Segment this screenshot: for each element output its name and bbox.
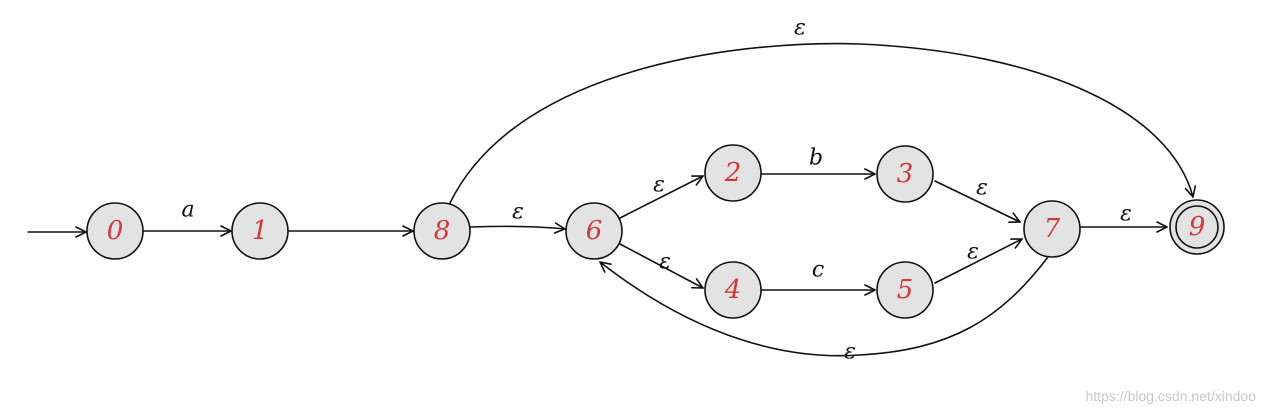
state-8-label: 8 [434, 216, 451, 246]
state-3-circle [876, 145, 934, 203]
state-5-label: 5 [897, 275, 914, 305]
edge-label-4-5: c [812, 258, 824, 283]
edge-label-2-3: b [809, 146, 823, 171]
state-6-label: 6 [586, 216, 603, 246]
edge-label-6-4: ε [659, 250, 671, 275]
state-8-circle [413, 202, 471, 260]
edge-3-7 [934, 180, 1021, 223]
state-9: 9 [1169, 199, 1225, 255]
edge-8-9 [449, 42, 1197, 204]
state-2-label: 2 [724, 158, 742, 188]
state-4: 4 [704, 261, 762, 319]
edge-label-5-7: ε [967, 240, 979, 265]
state-1-label: 1 [252, 216, 269, 246]
state-5-circle [876, 261, 934, 319]
watermark: https://blog.csdn.net/xindoo [1085, 388, 1256, 404]
state-3-label: 3 [897, 159, 914, 189]
edge-label-8-6: ε [512, 200, 524, 225]
state-3: 3 [876, 145, 934, 203]
state-4-label: 4 [724, 275, 742, 305]
edge-label-8-9: ε [794, 16, 806, 41]
edge-labels: a ε ε b ε ε c ε ε ε ε [181, 16, 1131, 365]
edges [143, 42, 1197, 357]
edge-6-2 [619, 175, 704, 219]
state-6-circle [565, 202, 623, 260]
state-0-circle [86, 202, 144, 260]
edge-8-6 [470, 222, 566, 234]
state-6: 6 [565, 202, 623, 260]
state-7-circle [1023, 200, 1081, 258]
state-9-inner-circle [1175, 205, 1219, 249]
state-1-circle [231, 202, 289, 260]
edge-label-6-2: ε [653, 173, 665, 198]
state-7-label: 7 [1044, 214, 1061, 244]
edge-label-7-9: ε [1120, 202, 1132, 227]
state-4-circle [704, 261, 762, 319]
state-5: 5 [876, 261, 934, 319]
edge-label-7-6: ε [844, 340, 856, 365]
edge-5-7 [934, 238, 1023, 284]
state-0: 0 [86, 202, 144, 260]
edge-label-0-1: a [181, 198, 194, 223]
state-9-label: 9 [1189, 212, 1206, 242]
state-8: 8 [413, 202, 471, 260]
state-1: 1 [231, 202, 289, 260]
state-2: 2 [704, 144, 762, 202]
state-0-label: 0 [107, 216, 124, 246]
states: 0 1 8 6 2 3 4 5 [86, 144, 1225, 319]
state-2-circle [704, 144, 762, 202]
edge-7-6 [599, 256, 1049, 357]
edge-label-3-7: ε [976, 176, 988, 201]
state-7: 7 [1023, 200, 1081, 258]
edge-6-4 [619, 243, 704, 289]
